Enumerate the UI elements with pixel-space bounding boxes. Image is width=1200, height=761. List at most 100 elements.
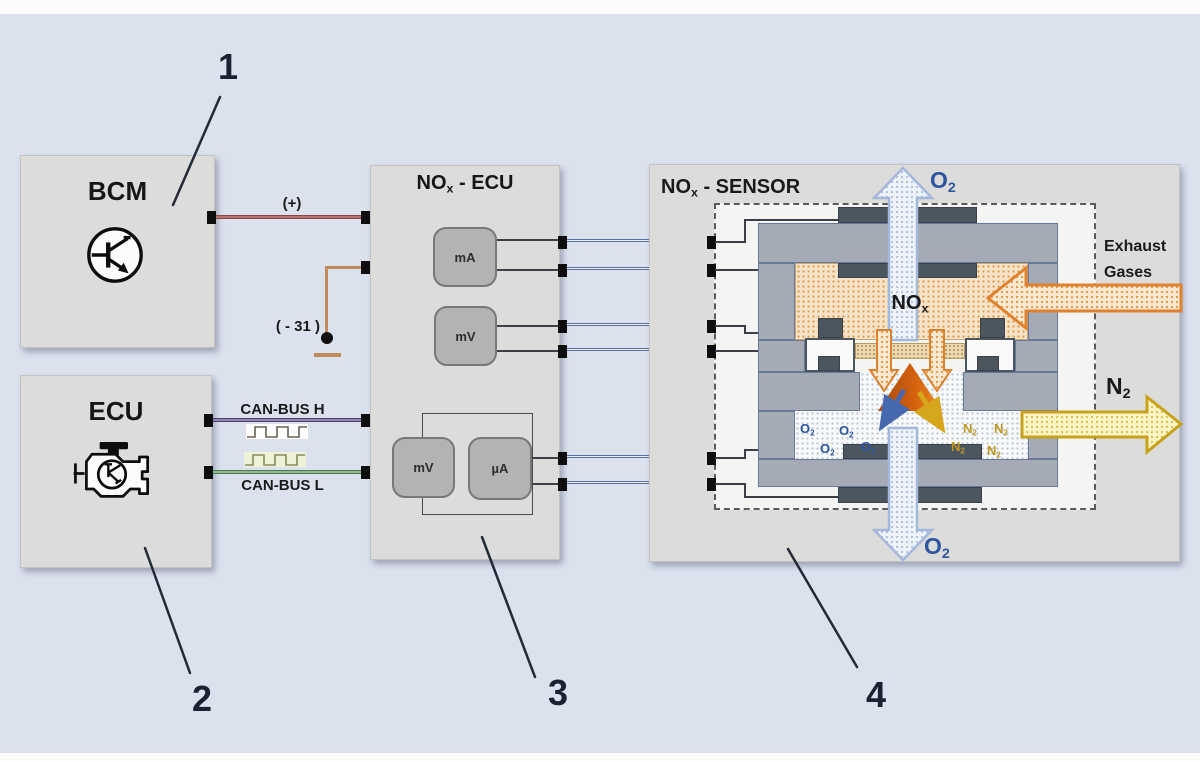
sensor-connector-3 xyxy=(707,320,716,333)
noxecu-out-connector-6 xyxy=(558,478,567,491)
sensor-wire-6b xyxy=(744,483,746,497)
ground-bar xyxy=(314,353,341,357)
top-margin-strip xyxy=(0,0,1200,14)
sensor-wire-1c xyxy=(744,219,840,221)
lower-left-block xyxy=(758,372,860,411)
sensor-wire-1b xyxy=(744,219,746,243)
signal-wire-3 xyxy=(567,323,707,326)
sensor-wire-6c xyxy=(744,496,840,498)
noxecu-out-connector-2 xyxy=(558,264,567,277)
noxecu-canl-connector xyxy=(361,466,370,479)
nox-ecu-title: NOx - ECU xyxy=(416,172,514,196)
mid-left-block xyxy=(758,340,805,372)
mv-stub-1 xyxy=(495,325,563,327)
sensor-wire-1a xyxy=(715,241,746,243)
noxecu-minus-connector xyxy=(361,261,370,274)
chamber-right-wall xyxy=(1028,263,1058,340)
minus-wire-dot xyxy=(321,332,333,344)
mv-stub-2 xyxy=(495,350,563,352)
signal-wire-2 xyxy=(567,267,707,270)
callout-number-1: 1 xyxy=(218,46,239,87)
n2-molecule-2: N2 xyxy=(994,421,1008,438)
minus-wire-h xyxy=(325,266,363,269)
noxecu-out-connector-4 xyxy=(558,345,567,358)
block-ua: µA xyxy=(468,437,532,500)
plus-wire xyxy=(216,215,362,219)
o2-molecule-3: O2 xyxy=(820,441,835,458)
can-l-wire xyxy=(213,470,363,474)
mid-right-block xyxy=(1015,340,1058,372)
top-outer-electrode xyxy=(838,207,977,223)
sensor-wire-5c xyxy=(744,449,760,451)
ma-stub-1 xyxy=(495,239,563,241)
can-h-wire xyxy=(213,418,363,422)
can-h-squarewave xyxy=(246,424,308,439)
ma-stub-2 xyxy=(495,269,563,271)
sensor-wire-2 xyxy=(715,269,760,271)
n2-molecule-3: N2 xyxy=(951,439,965,456)
chamber-left-wall xyxy=(758,263,795,340)
sensor-connector-5 xyxy=(707,452,716,465)
sensor-connector-6 xyxy=(707,478,716,491)
bcm-title: BCM xyxy=(87,176,148,206)
ua-stub-2 xyxy=(530,483,563,485)
ecu-canl-connector xyxy=(204,466,213,479)
lower-right-block xyxy=(963,372,1058,411)
n2-molecule-1: N2 xyxy=(963,421,977,438)
block-mv2: mV xyxy=(392,437,455,498)
signal-wire-1 xyxy=(567,239,707,242)
o2-molecule-2: O2 xyxy=(839,423,854,440)
noxecu-out-connector-1 xyxy=(558,236,567,249)
block-mv: mV xyxy=(434,306,497,366)
diffusion-barrier xyxy=(855,343,965,359)
sensor-wire-3a xyxy=(715,325,746,327)
transistor-icon xyxy=(84,224,146,286)
sensor-connector-1 xyxy=(707,236,716,249)
n2-out-label: N2 xyxy=(1106,373,1131,402)
ua-stub-1 xyxy=(530,457,563,459)
sensor-wire-5b xyxy=(744,449,746,459)
minus-wire-label: ( - 31 ) xyxy=(275,318,320,335)
block-ma: mA xyxy=(433,227,497,287)
chamber-top-electrode xyxy=(838,263,977,278)
callout-number-4: 4 xyxy=(866,674,887,715)
signal-wire-5 xyxy=(567,455,707,458)
sensor-connector-2 xyxy=(707,264,716,277)
sensor-wire-5a xyxy=(715,457,746,459)
ecu-canh-connector xyxy=(204,414,213,427)
signal-wire-6 xyxy=(567,481,707,484)
engine-icon xyxy=(66,436,158,500)
plus-wire-label: (+) xyxy=(282,195,302,212)
callout-number-3: 3 xyxy=(548,672,569,713)
can-h-label: CAN-BUS H xyxy=(240,401,325,418)
callout-number-2: 2 xyxy=(192,678,213,719)
o2-top-label: O2 xyxy=(930,167,956,196)
bcm-plus-connector xyxy=(207,211,216,224)
o2-molecule-4: O2 xyxy=(861,439,876,456)
noxecu-canh-connector xyxy=(361,414,370,427)
nox-chamber-label: NOx xyxy=(891,292,929,316)
bottom-chamber-left-wall xyxy=(758,411,795,459)
lower-mid-cavity xyxy=(860,372,963,411)
o2-molecule-1: O2 xyxy=(800,421,815,438)
o2-bottom-label: O2 xyxy=(924,533,950,562)
minus-wire-v xyxy=(325,266,328,336)
sensor-wire-6a xyxy=(715,483,746,485)
can-l-squarewave xyxy=(244,452,306,467)
nox-sensor-title: NOx - SENSOR xyxy=(661,176,801,200)
signal-wire-4 xyxy=(567,348,707,351)
sensor-wire-3b xyxy=(744,325,746,334)
chamber-electrode-right xyxy=(980,318,1005,338)
bottom-ceramic-layer xyxy=(758,459,1058,487)
noxecu-out-connector-3 xyxy=(558,320,567,333)
n2-molecule-4: N2 xyxy=(987,443,1001,460)
chamber-electrode-left xyxy=(818,318,843,338)
bottom-margin-strip xyxy=(0,753,1200,761)
bottom-chamber-right-wall xyxy=(1028,411,1058,459)
reference-electrode-right xyxy=(977,356,999,371)
bottom-outer-electrode xyxy=(838,487,982,503)
noxecu-out-connector-5 xyxy=(558,452,567,465)
can-l-label: CAN-BUS L xyxy=(241,477,324,494)
